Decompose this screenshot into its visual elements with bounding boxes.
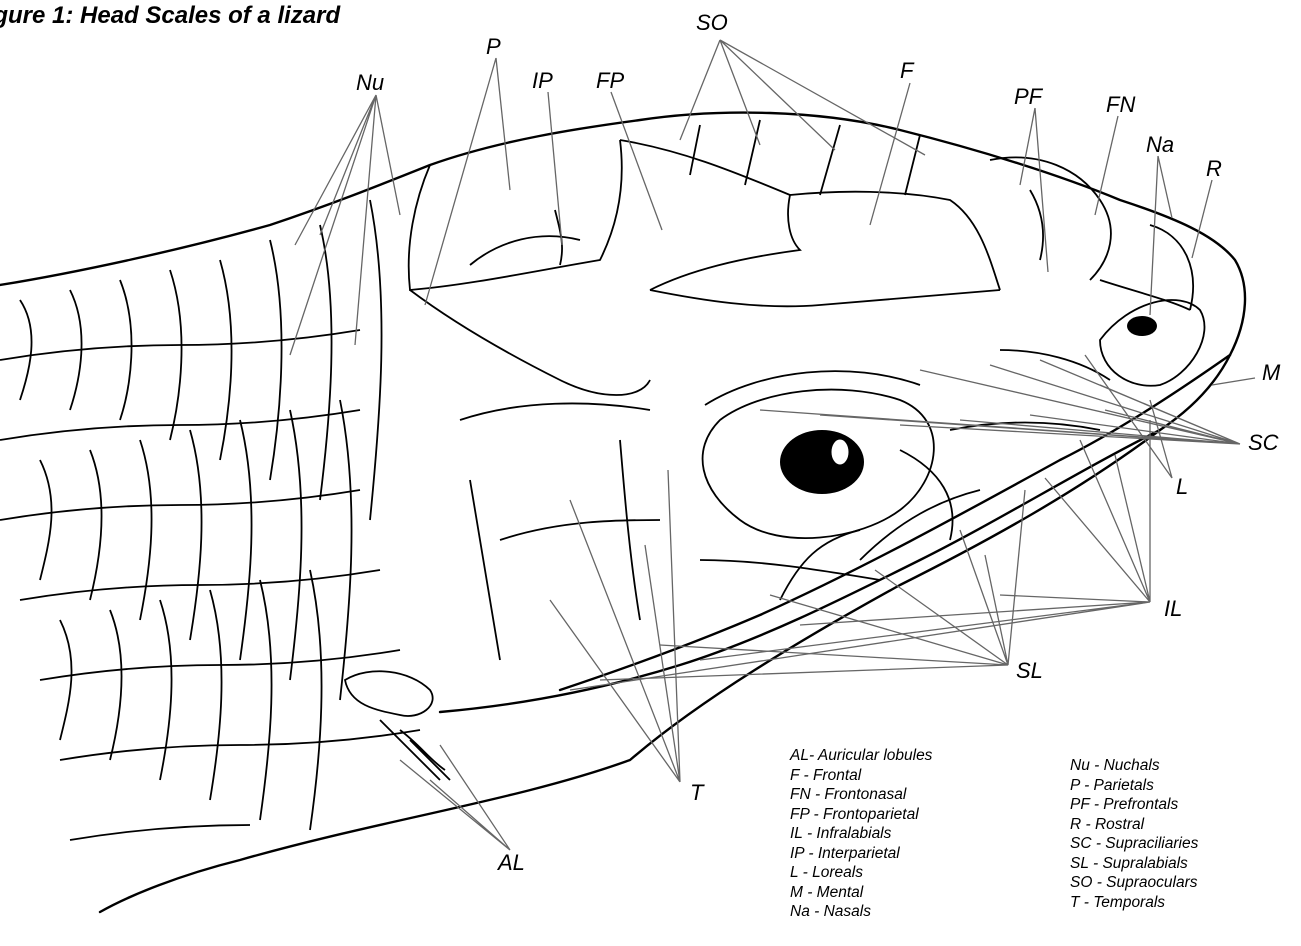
legend-item: L - Loreals (790, 863, 932, 883)
eye (780, 430, 864, 494)
legend-item: FP - Frontoparietal (790, 805, 932, 825)
label-pf: PF (1014, 84, 1044, 109)
label-na: Na (1146, 132, 1174, 157)
label-m: M (1262, 360, 1281, 385)
label-al: AL (496, 850, 525, 875)
label-sc: SC (1248, 430, 1279, 455)
legend-item: Na - Nasals (790, 902, 932, 922)
legend-item: Nu - Nuchals (1070, 756, 1198, 776)
legend-item: SC - Supraciliaries (1070, 834, 1198, 854)
legend-item: SL - Supralabials (1070, 854, 1198, 874)
legend-right: Nu - Nuchals P - Parietals PF - Prefront… (1070, 756, 1198, 912)
label-nu: Nu (356, 70, 384, 95)
legend-item: R - Rostral (1070, 815, 1198, 835)
label-fn: FN (1106, 92, 1135, 117)
legend-item: F - Frontal (790, 766, 932, 786)
label-fp: FP (596, 68, 624, 93)
label-il: IL (1164, 596, 1182, 621)
legend-left: AL- Auricular lobules F - Frontal FN - F… (790, 746, 932, 922)
label-t: T (690, 780, 705, 805)
leader-lines (290, 40, 1255, 850)
legend-item: P - Parietals (1070, 776, 1198, 796)
label-ip: IP (532, 68, 553, 93)
legend-item: PF - Prefrontals (1070, 795, 1198, 815)
label-so: SO (696, 10, 728, 35)
nostril (1127, 316, 1157, 336)
legend-item: IL - Infralabials (790, 824, 932, 844)
label-sl: SL (1016, 658, 1043, 683)
legend-item: FN - Frontonasal (790, 785, 932, 805)
label-p: P (486, 34, 501, 59)
label-f: F (900, 58, 915, 83)
legend-item: M - Mental (790, 883, 932, 903)
legend-item: SO - Supraoculars (1070, 873, 1198, 893)
label-l: L (1176, 474, 1188, 499)
legend-item: IP - Interparietal (790, 844, 932, 864)
legend-item: AL- Auricular lobules (790, 746, 932, 766)
label-r: R (1206, 156, 1222, 181)
head-outline (0, 113, 1245, 912)
legend-item: T - Temporals (1070, 893, 1198, 913)
